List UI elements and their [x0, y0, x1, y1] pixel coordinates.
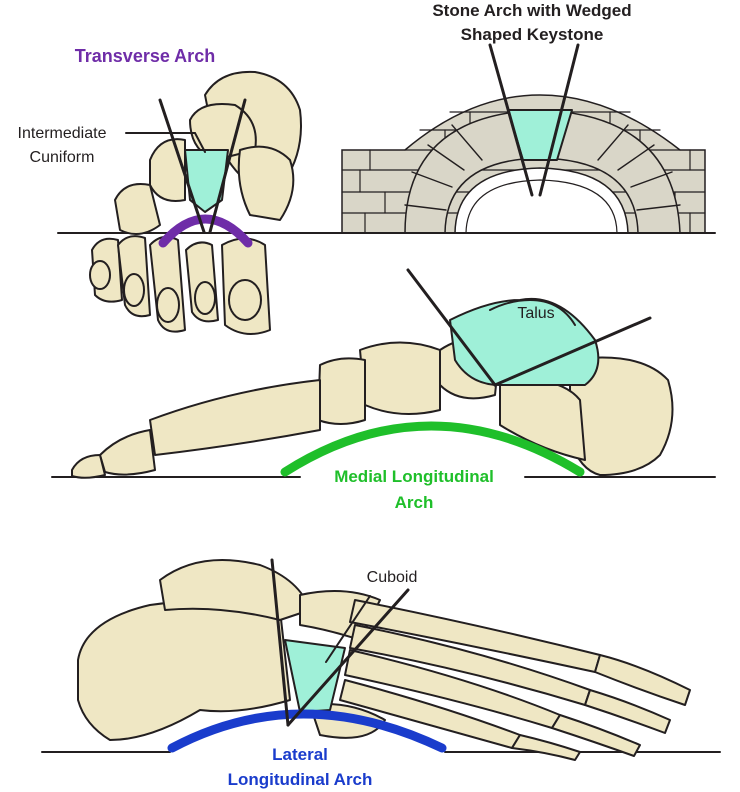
intermediate-cuniform-leader	[125, 132, 206, 153]
cuneiform-line-right	[208, 98, 247, 234]
lateral-arch-label-line2: Longitudinal Arch	[228, 770, 373, 789]
calcaneus-medial	[569, 356, 674, 476]
cuboid-top	[237, 145, 295, 221]
intermediate-cuniform-label-line1: Intermediate	[18, 125, 107, 142]
cuboid-leader	[325, 595, 371, 663]
medial-arch-curve	[280, 421, 585, 477]
medial-arch-label-line2: Arch	[395, 493, 434, 512]
stone-arch	[341, 43, 706, 234]
first-metatarsal	[149, 379, 321, 456]
cuneiform-medial	[149, 138, 186, 202]
lateral-foot	[77, 558, 691, 761]
cuneiform-line-left	[158, 98, 206, 234]
transverse-arch-curve	[158, 214, 253, 248]
talus-dome-line	[489, 298, 576, 326]
talus-line-left	[406, 268, 497, 387]
arch-inner-ring	[465, 179, 618, 234]
voussoir-lines	[404, 124, 681, 211]
cuboid-bone	[284, 639, 346, 713]
proximal-phalanx-medial	[99, 429, 156, 476]
stone-arch-label-line1: Stone Arch with Wedged	[432, 1, 631, 20]
medial-arch-label-line1: Medial Longitudinal	[334, 467, 494, 486]
lateral-arch-label-line1: Lateral	[272, 745, 328, 764]
arch-ring	[404, 109, 681, 234]
distal-phalanx-medial	[71, 454, 106, 479]
cuneiform-medial-side	[359, 341, 441, 415]
intermediate-cuniform-label-line2: Cuniform	[30, 149, 95, 166]
toe-phalanges	[89, 260, 262, 323]
metatarsal-base-medial	[317, 357, 366, 425]
cuboid-line-right	[286, 588, 410, 727]
cuboid-label: Cuboid	[367, 569, 418, 586]
talus-bone	[449, 297, 600, 386]
keystone-line-right	[538, 43, 580, 197]
arch-opening	[454, 167, 629, 234]
keystone-line-left	[488, 43, 534, 197]
calcaneus-lateral	[77, 600, 291, 741]
lateral-phalanges	[511, 654, 691, 761]
intermediate-cuneiform	[184, 149, 229, 213]
transverse-arch-label: Transverse Arch	[75, 46, 215, 66]
medial-foot	[71, 268, 674, 479]
lateral-arch-curve	[167, 709, 447, 753]
cuboid-line-left	[270, 558, 290, 727]
talus-label: Talus	[517, 305, 554, 322]
cuneiform-lateral	[114, 183, 161, 235]
stone-arch-label-line2: Shaped Keystone	[461, 25, 604, 44]
transverse-foot	[89, 70, 302, 335]
talus-line-right	[493, 316, 652, 387]
